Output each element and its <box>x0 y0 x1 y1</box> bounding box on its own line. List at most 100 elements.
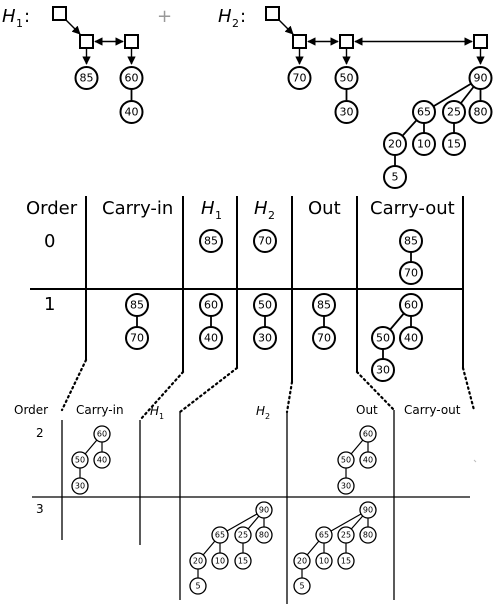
tree-node: 30 <box>253 326 277 350</box>
tree-node: 20 <box>383 132 407 156</box>
h1-label: H 1 : <box>2 6 30 30</box>
tree-node: 25 <box>337 526 355 544</box>
svg-text:30: 30 <box>258 332 272 345</box>
svg-text:30: 30 <box>376 364 390 377</box>
svg-text:65: 65 <box>215 531 225 540</box>
h1-colon: : <box>24 6 30 27</box>
tree-node: 50 <box>371 326 395 350</box>
col-header-h1: H <box>201 198 215 219</box>
svg-text:50: 50 <box>341 456 351 465</box>
tree-node: 60 <box>199 293 223 317</box>
svg-text:65: 65 <box>319 531 329 540</box>
h2-head-pointer <box>265 6 280 21</box>
h1-root-list-cell <box>79 34 94 49</box>
h2-label: H 2 : <box>218 6 246 30</box>
tree-node: 60 <box>119 66 144 90</box>
svg-text:5: 5 <box>392 171 399 184</box>
svg-text:60: 60 <box>97 430 107 439</box>
tree-node: 90 <box>359 501 377 519</box>
h1-letter: H <box>2 6 16 27</box>
svg-text:70: 70 <box>258 235 272 248</box>
plus-sign: + <box>157 6 172 27</box>
col-header-carry-out: Carry-out <box>370 198 455 219</box>
svg-text:5: 5 <box>299 582 304 591</box>
tree-node: 30 <box>334 100 359 124</box>
svg-text:90: 90 <box>363 506 373 515</box>
tree-node: 50 <box>253 293 277 317</box>
col-header-h1-sub: 1 <box>159 412 164 421</box>
tree-node: 30 <box>337 477 355 495</box>
tree-node: 50 <box>71 451 89 469</box>
tree-node: 80 <box>359 526 377 544</box>
col-header-h2-sub: 2 <box>268 209 275 222</box>
tree-node: 40 <box>93 451 111 469</box>
col-header-order: Order <box>26 198 78 219</box>
svg-text:85: 85 <box>404 235 418 248</box>
order-1-label: 1 <box>44 294 55 315</box>
h2-root-list-cell <box>292 34 307 49</box>
svg-text:20: 20 <box>193 557 203 566</box>
col-header-out: Out <box>356 403 378 417</box>
col-header-carry-out: Carry-out <box>404 403 461 417</box>
svg-text:30: 30 <box>340 106 354 119</box>
h2-subscript: 2 <box>232 17 239 30</box>
svg-text:25: 25 <box>447 106 461 119</box>
col-header-order: Order <box>14 403 48 417</box>
svg-text:80: 80 <box>474 106 488 119</box>
order-2-label: 2 <box>36 426 44 440</box>
h2-colon: : <box>240 6 246 27</box>
tree-node: 70 <box>287 66 312 90</box>
order-3-label: 3 <box>36 502 44 516</box>
svg-text:60: 60 <box>404 299 418 312</box>
svg-text:10: 10 <box>319 557 329 566</box>
tree-node: 70 <box>253 229 277 253</box>
h1-root-list-cell <box>124 34 139 49</box>
tree-node: 15 <box>442 132 466 156</box>
tree-node: 85 <box>74 66 99 90</box>
svg-text:40: 40 <box>97 456 107 465</box>
svg-text:25: 25 <box>341 531 351 540</box>
svg-text:80: 80 <box>259 531 269 540</box>
svg-text:70: 70 <box>130 332 144 345</box>
svg-text:70: 70 <box>404 267 418 280</box>
tree-node: 15 <box>337 552 355 570</box>
svg-text:40: 40 <box>404 332 418 345</box>
svg-text:60: 60 <box>363 430 373 439</box>
union-table-orders-2-3: Order Carry-in H 1 H 2 Out Carry-out 2 3… <box>14 403 477 604</box>
tree-node: 10 <box>315 552 333 570</box>
svg-text:85: 85 <box>204 235 218 248</box>
tree-node: 5 <box>189 577 207 595</box>
svg-text:15: 15 <box>341 557 351 566</box>
svg-text:60: 60 <box>125 72 139 85</box>
tree-node: 10 <box>211 552 229 570</box>
tree-node: 90 <box>255 501 273 519</box>
tree-node: 5 <box>383 165 407 189</box>
tree-node: 40 <box>119 100 144 124</box>
union-table-orders-0-1: Order Carry-in H 1 H 2 Out Carry-out 0 1… <box>26 196 464 382</box>
h1-head-pointer <box>52 6 67 21</box>
tree-node: 20 <box>189 552 207 570</box>
col-header-h2-sub: 2 <box>265 412 270 421</box>
svg-text:50: 50 <box>376 332 390 345</box>
svg-text:70: 70 <box>317 332 331 345</box>
tree-node: 65 <box>211 526 229 544</box>
tree-node: 85 <box>399 229 423 253</box>
tree-node: 40 <box>199 326 223 350</box>
svg-text:40: 40 <box>204 332 218 345</box>
h2-heap: 70 50 30 90 65 25 80 20 10 15 5 <box>265 6 493 189</box>
h2-letter: H <box>218 6 232 27</box>
col-header-h1: H <box>150 404 159 418</box>
tree-node: 85 <box>199 229 223 253</box>
tree-node: 90 <box>468 66 493 90</box>
svg-text:85: 85 <box>317 299 331 312</box>
tree-node: 65 <box>315 526 333 544</box>
tree-node: 60 <box>93 425 111 443</box>
col-header-carry-in: Carry-in <box>102 198 173 219</box>
svg-text:20: 20 <box>297 557 307 566</box>
svg-text:25: 25 <box>238 531 248 540</box>
tree-node: 70 <box>312 326 336 350</box>
tree-node: 20 <box>293 552 311 570</box>
svg-text:70: 70 <box>293 72 307 85</box>
